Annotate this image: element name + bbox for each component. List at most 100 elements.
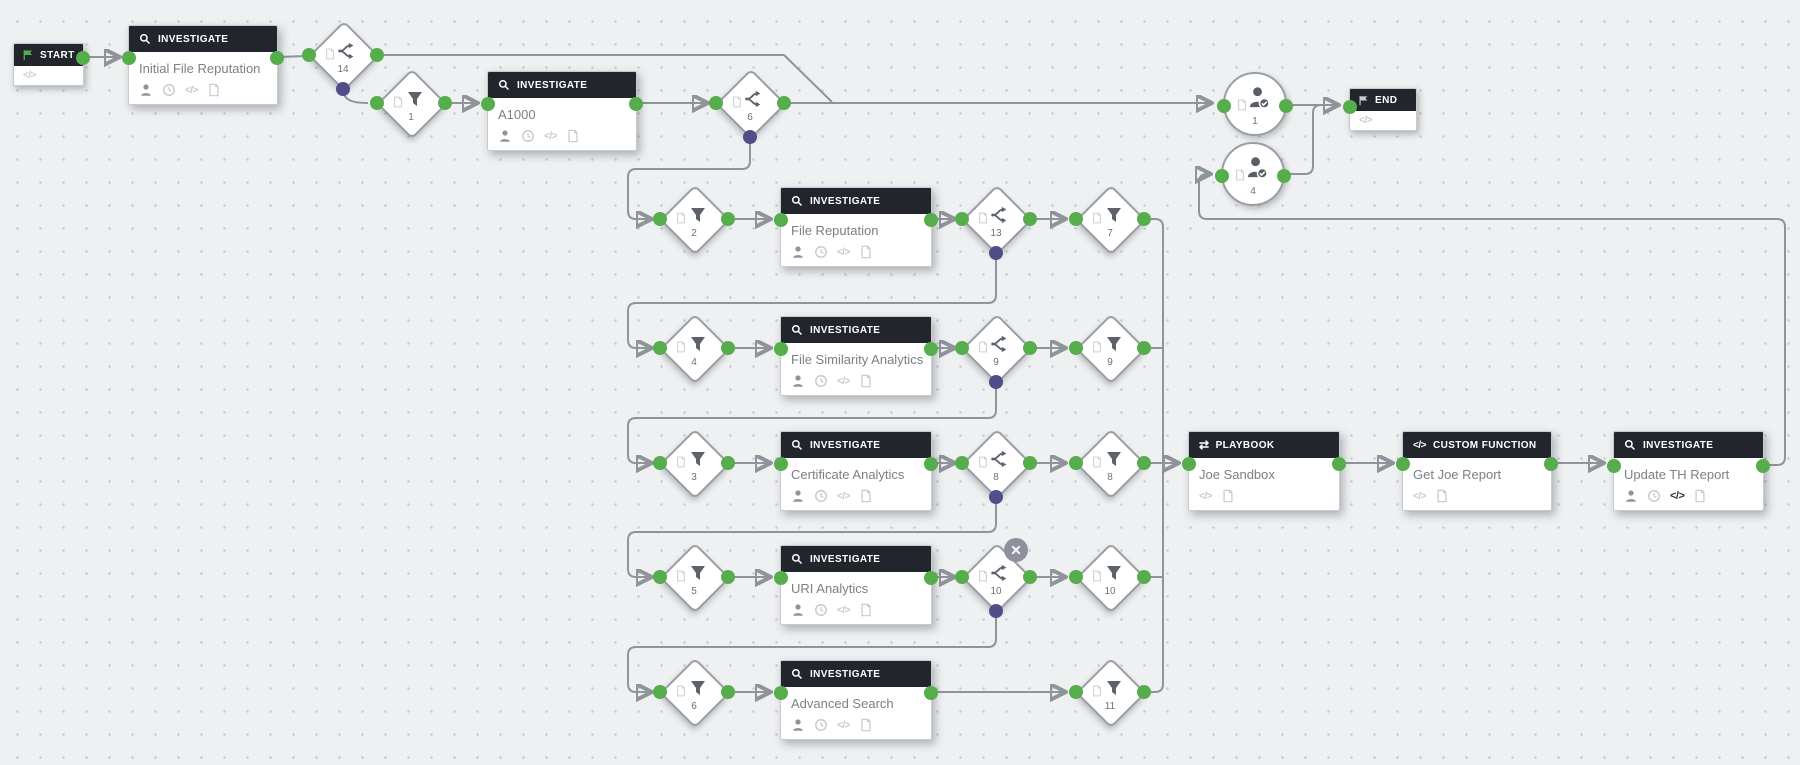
branch-port[interactable]: [989, 246, 1003, 260]
output-port[interactable]: [924, 571, 938, 585]
output-port[interactable]: [438, 96, 452, 110]
input-port[interactable]: [774, 213, 788, 227]
custom-function-block-get-joe-report[interactable]: </> CUSTOM FUNCTION Get Joe Report </>: [1396, 431, 1558, 511]
action-block-file-similarity-analytics[interactable]: INVESTIGATE File Similarity Analytics </…: [774, 316, 938, 396]
playbook-block-joe-sandbox[interactable]: ⇄ PLAYBOOK Joe Sandbox </>: [1182, 431, 1346, 511]
input-port[interactable]: [1607, 459, 1621, 473]
filter-node-6[interactable]: 6: [653, 657, 735, 729]
close-icon[interactable]: [1004, 538, 1028, 562]
filter-node-9[interactable]: 9: [1069, 313, 1151, 385]
filter-node-4[interactable]: 4: [653, 313, 735, 385]
decision-node-10[interactable]: 10: [955, 538, 1037, 618]
output-port[interactable]: [1137, 570, 1151, 584]
input-port[interactable]: [1069, 341, 1083, 355]
block-type-label: INVESTIGATE: [810, 324, 881, 336]
output-port[interactable]: [1023, 456, 1037, 470]
output-port[interactable]: [76, 51, 90, 65]
action-block-advanced-search[interactable]: INVESTIGATE Advanced Search </>: [774, 660, 938, 740]
input-port[interactable]: [1069, 212, 1083, 226]
input-port[interactable]: [774, 571, 788, 585]
input-port[interactable]: [774, 342, 788, 356]
output-port[interactable]: [721, 456, 735, 470]
branch-port[interactable]: [336, 82, 350, 96]
output-port[interactable]: [1756, 459, 1770, 473]
input-port[interactable]: [1182, 457, 1196, 471]
action-block-initial-file-reputation[interactable]: INVESTIGATE Initial File Reputation </>: [122, 25, 284, 105]
input-port[interactable]: [1396, 457, 1410, 471]
input-port[interactable]: [955, 341, 969, 355]
filter-node-2[interactable]: 2: [653, 184, 735, 256]
output-port[interactable]: [1023, 212, 1037, 226]
prompt-node-4[interactable]: 4: [1215, 142, 1291, 206]
input-port[interactable]: [1343, 100, 1357, 114]
filter-node-3[interactable]: 3: [653, 428, 735, 500]
input-port[interactable]: [653, 570, 667, 584]
output-port[interactable]: [924, 342, 938, 356]
input-port[interactable]: [1215, 169, 1229, 183]
decision-node-9[interactable]: 9: [955, 313, 1037, 389]
output-port[interactable]: [1277, 169, 1291, 183]
branch-port[interactable]: [989, 375, 1003, 389]
branch-port[interactable]: [989, 604, 1003, 618]
start-node[interactable]: START </>: [13, 43, 90, 86]
output-port[interactable]: [721, 570, 735, 584]
decision-node-6[interactable]: 6: [709, 68, 791, 144]
input-port[interactable]: [1069, 570, 1083, 584]
input-port[interactable]: [653, 456, 667, 470]
action-block-uri-analytics[interactable]: INVESTIGATE URI Analytics </>: [774, 545, 938, 625]
branch-port[interactable]: [743, 130, 757, 144]
filter-node-11[interactable]: 11: [1069, 657, 1151, 729]
action-block-certificate-analytics[interactable]: INVESTIGATE Certificate Analytics </>: [774, 431, 938, 511]
input-port[interactable]: [1069, 685, 1083, 699]
input-port[interactable]: [955, 570, 969, 584]
input-port[interactable]: [774, 457, 788, 471]
action-block-update-th-report[interactable]: INVESTIGATE Update TH Report </>: [1607, 431, 1770, 511]
output-port[interactable]: [1544, 457, 1558, 471]
output-port[interactable]: [370, 48, 384, 62]
decision-node-8[interactable]: 8: [955, 428, 1037, 504]
input-port[interactable]: [370, 96, 384, 110]
input-port[interactable]: [955, 456, 969, 470]
output-port[interactable]: [1279, 99, 1293, 113]
output-port[interactable]: [924, 686, 938, 700]
filter-node-10[interactable]: 10: [1069, 542, 1151, 614]
output-port[interactable]: [270, 51, 284, 65]
decision-node-14[interactable]: 14: [302, 20, 384, 96]
filter-node-5[interactable]: 5: [653, 542, 735, 614]
output-port[interactable]: [1332, 457, 1346, 471]
input-port[interactable]: [1217, 99, 1231, 113]
input-port[interactable]: [709, 96, 723, 110]
output-port[interactable]: [924, 457, 938, 471]
input-port[interactable]: [955, 212, 969, 226]
action-block-file-reputation[interactable]: INVESTIGATE File Reputation </>: [774, 187, 938, 267]
output-port[interactable]: [721, 341, 735, 355]
input-port[interactable]: [481, 97, 495, 111]
filter-node-8[interactable]: 8: [1069, 428, 1151, 500]
output-port[interactable]: [924, 213, 938, 227]
decision-node-13[interactable]: 13: [955, 184, 1037, 260]
end-node[interactable]: END </>: [1343, 88, 1417, 131]
input-port[interactable]: [653, 212, 667, 226]
output-port[interactable]: [721, 685, 735, 699]
input-port[interactable]: [302, 48, 316, 62]
output-port[interactable]: [1137, 685, 1151, 699]
output-port[interactable]: [721, 212, 735, 226]
branch-port[interactable]: [989, 490, 1003, 504]
filter-node-1[interactable]: 1: [370, 68, 452, 140]
input-port[interactable]: [653, 685, 667, 699]
output-port[interactable]: [1023, 570, 1037, 584]
output-port[interactable]: [1137, 456, 1151, 470]
output-port[interactable]: [1023, 341, 1037, 355]
output-port[interactable]: [1137, 212, 1151, 226]
output-port[interactable]: [1137, 341, 1151, 355]
input-port[interactable]: [774, 686, 788, 700]
input-port[interactable]: [1069, 456, 1083, 470]
action-block-a1000[interactable]: INVESTIGATE A1000 </>: [481, 71, 643, 151]
input-port[interactable]: [122, 51, 136, 65]
output-port[interactable]: [777, 96, 791, 110]
input-port[interactable]: [653, 341, 667, 355]
output-port[interactable]: [629, 97, 643, 111]
filter-node-7[interactable]: 7: [1069, 184, 1151, 256]
prompt-node-1[interactable]: 1: [1217, 72, 1293, 136]
